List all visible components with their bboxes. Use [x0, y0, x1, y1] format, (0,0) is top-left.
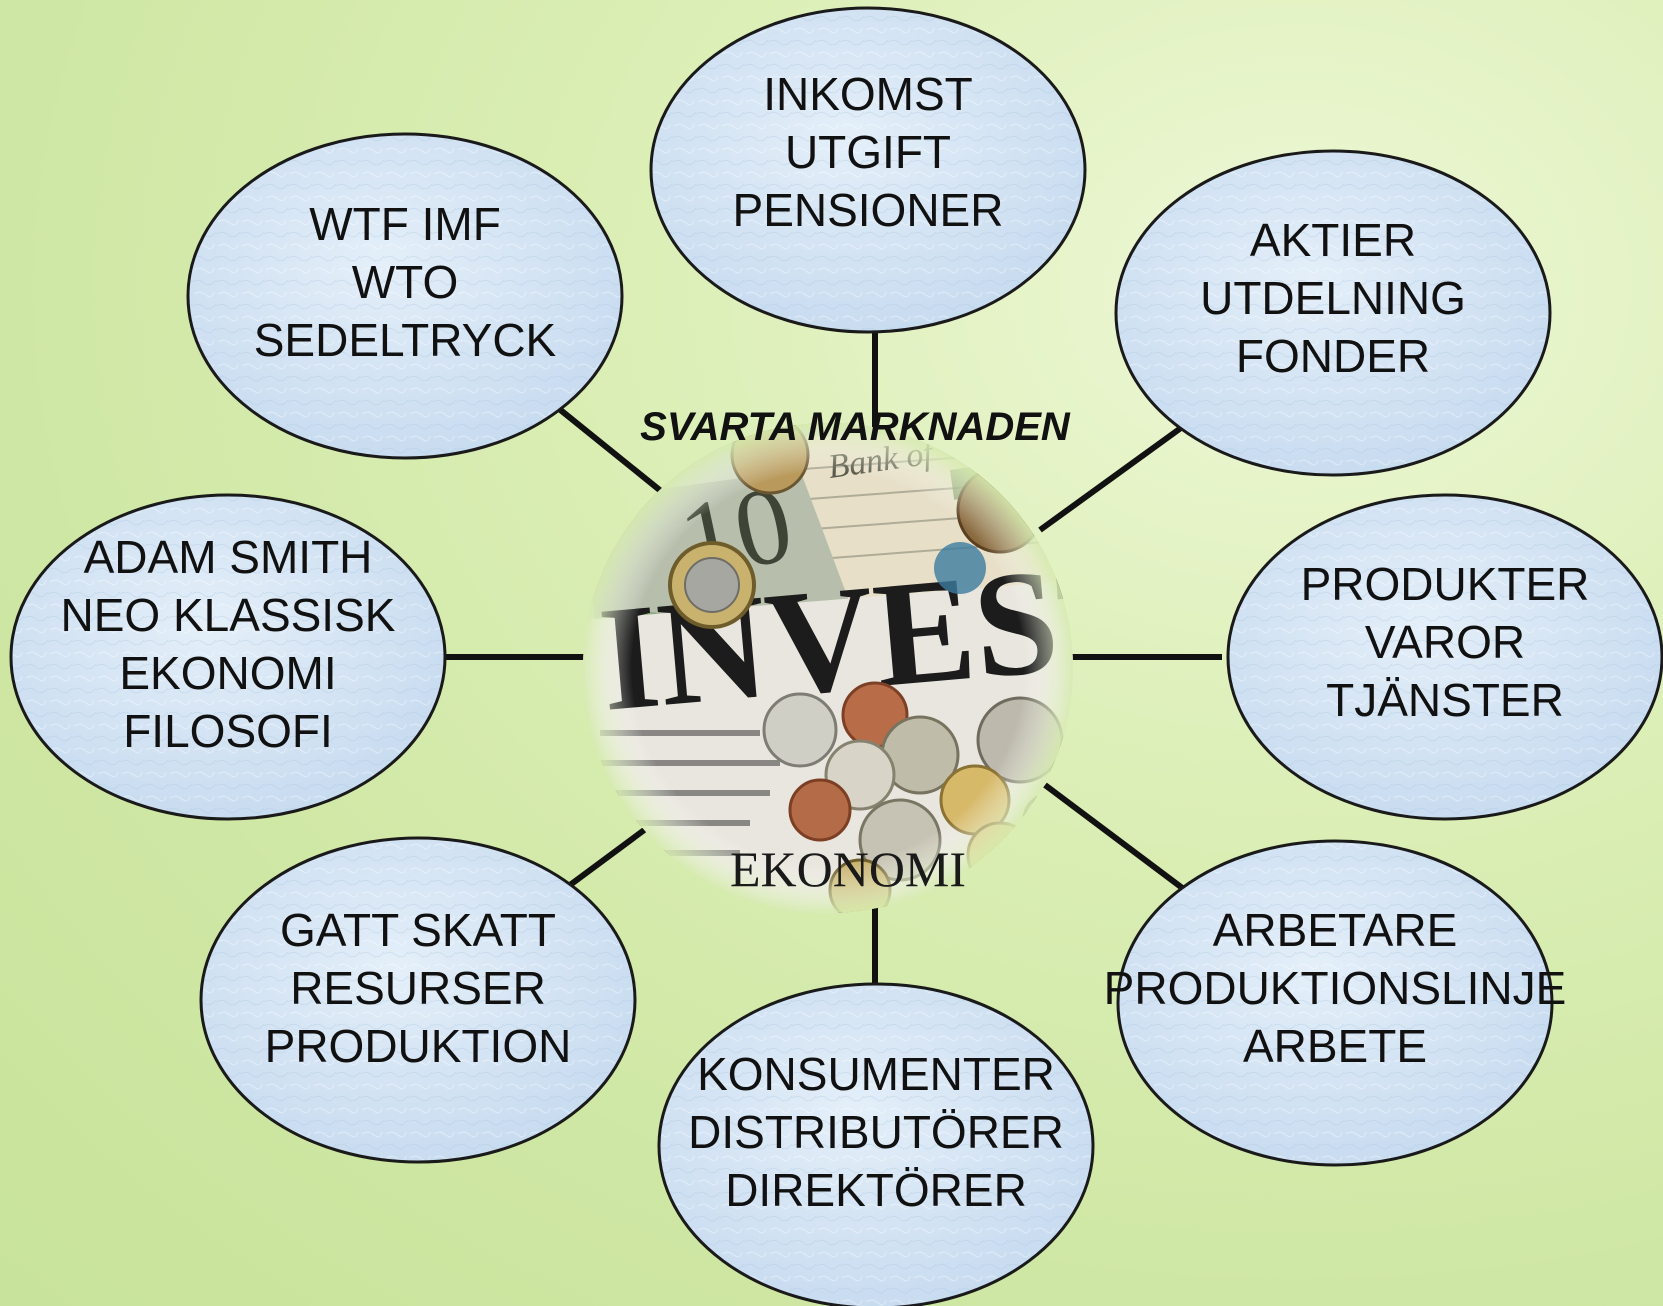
node-line: INKOMST	[763, 68, 973, 120]
node-texture	[1120, 843, 1550, 1163]
node-inkomst: INKOMST UTGIFT PENSIONER	[649, 6, 1087, 334]
node-line: PRODUKTIONSLINJE	[1104, 962, 1567, 1014]
topic-nodes: INKOMST UTGIFT PENSIONER AKTIER UTDELNING FON…	[9, 6, 1663, 1306]
node-line: NEO KLASSISK	[61, 589, 396, 641]
connector-arbetare	[1043, 782, 1187, 893]
connectors	[440, 330, 1222, 985]
node-line: EKONOMI	[119, 647, 336, 699]
node-texture	[13, 497, 443, 817]
node-line: AKTIER	[1250, 214, 1416, 266]
node-line: ARBETARE	[1213, 904, 1458, 956]
node-line: DIREKTÖRER	[725, 1164, 1027, 1216]
node-line: WTF IMF	[309, 198, 501, 250]
node-line: GATT SKATT	[280, 904, 556, 956]
node-line: ADAM SMITH	[84, 531, 373, 583]
node-arbetare: ARBETARE PRODUKTIONSLINJE ARBETE	[1104, 839, 1567, 1167]
node-line: UTDELNING	[1200, 272, 1466, 324]
node-line: PRODUKTER	[1301, 558, 1590, 610]
node-line: KONSUMENTER	[697, 1048, 1055, 1100]
connector-aktier	[1038, 422, 1187, 533]
node-wtf: WTF IMF WTO SEDELTRYCK	[186, 132, 624, 460]
node-aktier: AKTIER UTDELNING FONDER	[1114, 149, 1552, 477]
node-texture	[661, 986, 1091, 1306]
node-line: PRODUKTION	[265, 1020, 572, 1072]
node-texture	[203, 840, 633, 1160]
node-line: SEDELTRYCK	[254, 314, 557, 366]
node-line: TJÄNSTER	[1326, 674, 1564, 726]
node-konsumenter: KONSUMENTER DISTRIBUTÖRER DIREKTÖRER	[657, 982, 1095, 1306]
node-produkter: PRODUKTER VAROR TJÄNSTER	[1226, 493, 1663, 821]
connector-gatt	[568, 819, 657, 888]
node-texture	[1118, 153, 1548, 473]
node-adam-smith: ADAM SMITH NEO KLASSISK EKONOMI FILOSOFI	[9, 493, 447, 821]
node-line: RESURSER	[290, 962, 546, 1014]
node-texture	[1230, 497, 1660, 817]
node-line: VAROR	[1365, 616, 1525, 668]
node-line: FILOSOFI	[123, 705, 333, 757]
node-line: FONDER	[1236, 330, 1430, 382]
connector-wtf	[556, 405, 674, 503]
node-texture	[190, 136, 620, 456]
center-label: EKONOMI	[730, 841, 966, 897]
node-line: DISTRIBUTÖRER	[688, 1106, 1064, 1158]
center-title: SVARTA MARKNADEN	[640, 405, 1071, 449]
node-line: PENSIONER	[733, 184, 1004, 236]
node-texture	[653, 10, 1083, 330]
node-line: ARBETE	[1243, 1020, 1427, 1072]
node-line: UTGIFT	[785, 126, 951, 178]
node-gatt: GATT SKATT RESURSER PRODUKTION	[199, 836, 637, 1164]
node-line: WTO	[352, 256, 458, 308]
